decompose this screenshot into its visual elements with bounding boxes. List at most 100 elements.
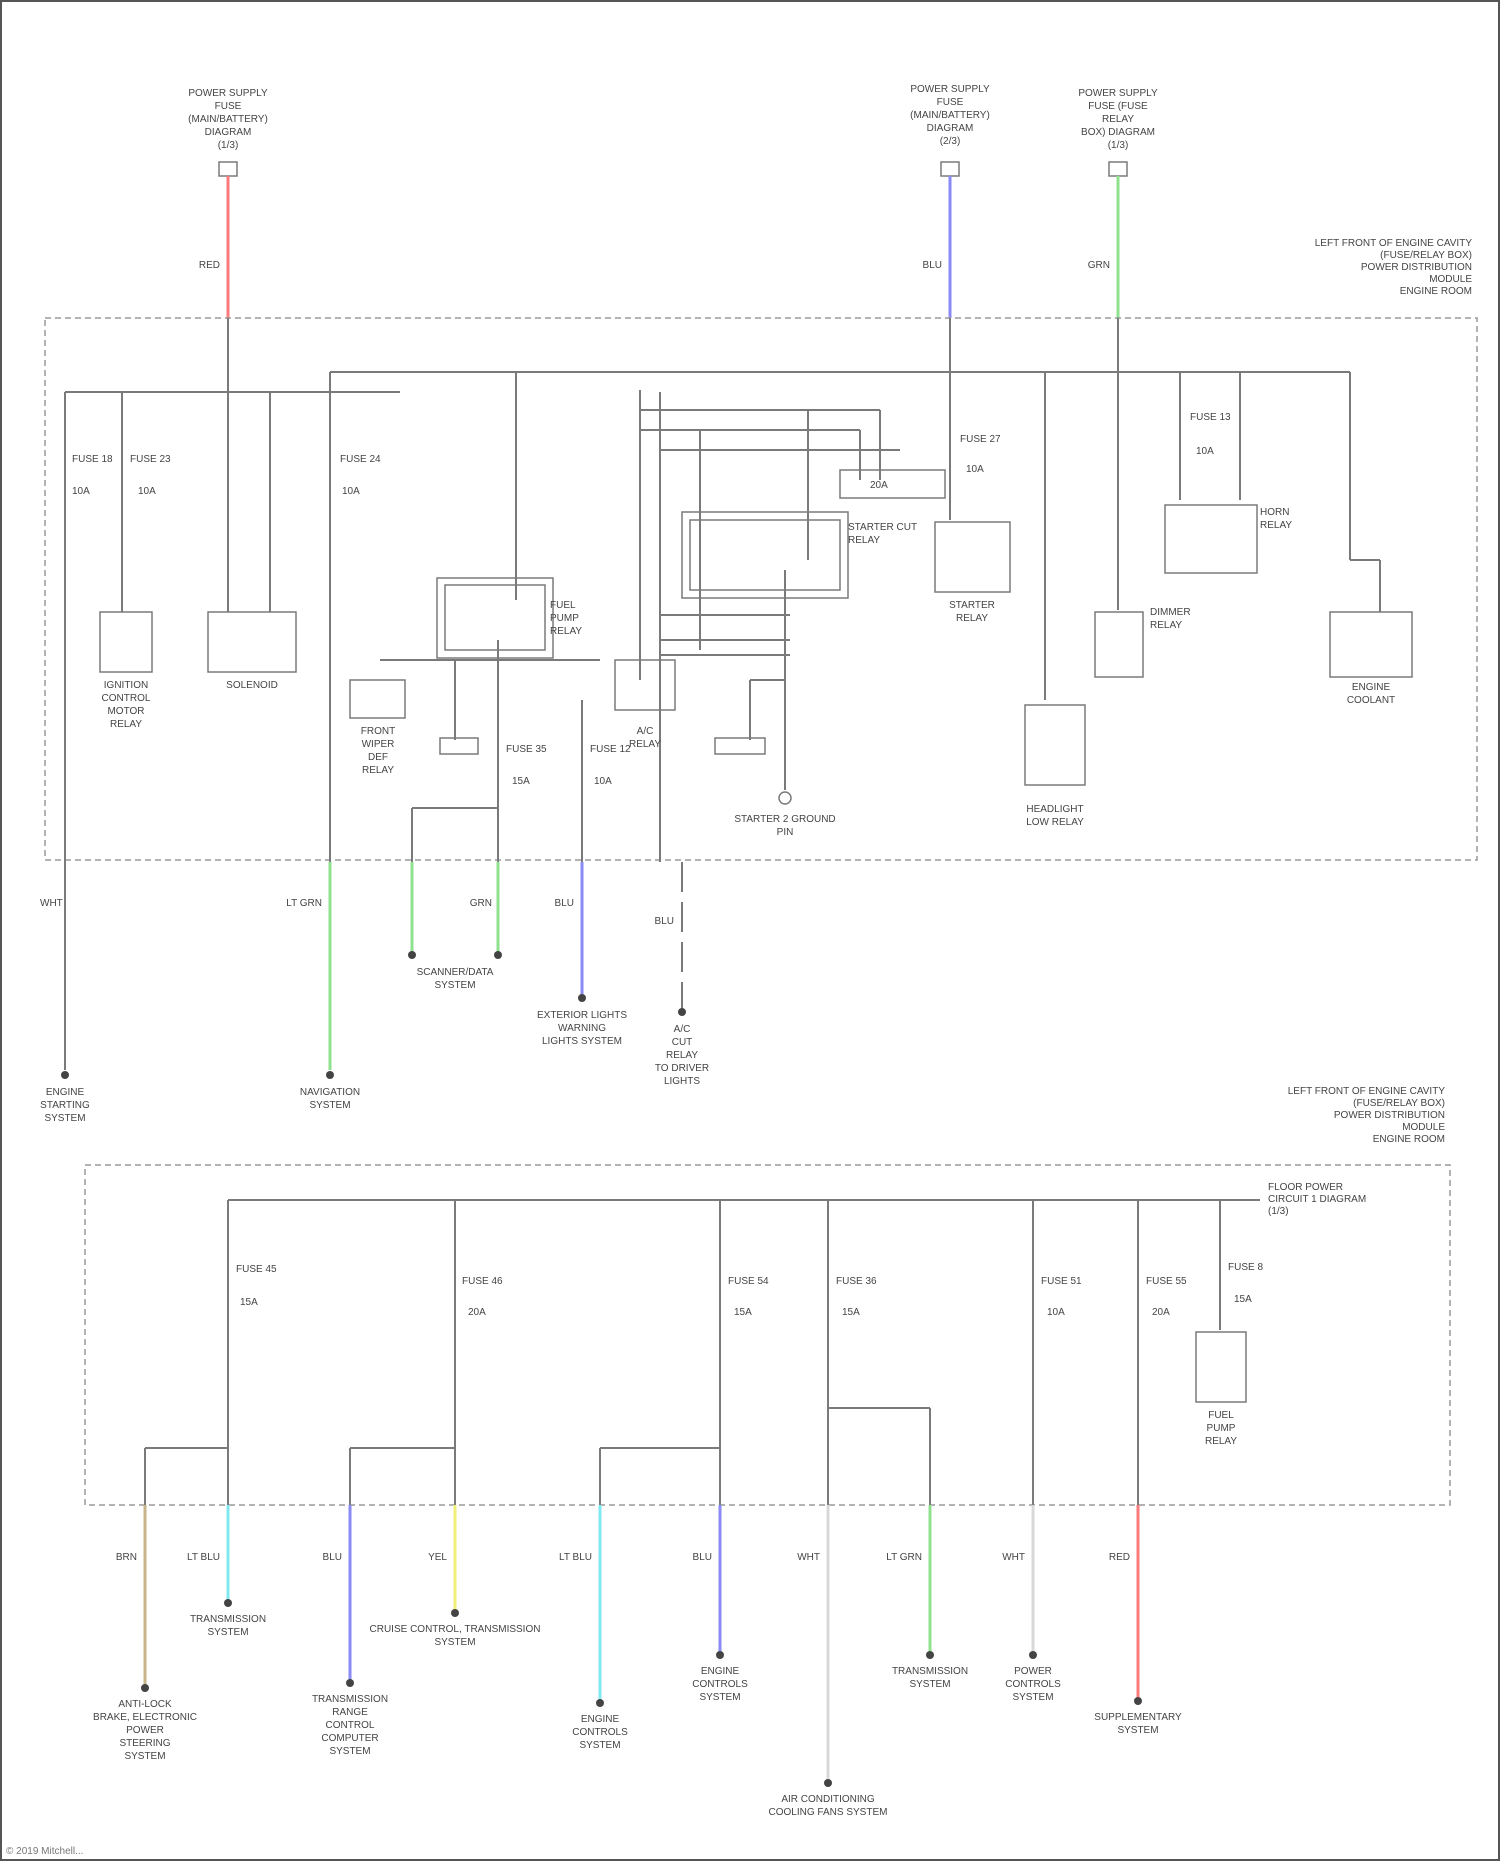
svg-text:10A: 10A	[342, 486, 360, 497]
engine-coolant-box	[1330, 612, 1412, 677]
ignition-control-relay-box	[100, 612, 152, 672]
svg-text:10A: 10A	[138, 486, 156, 497]
starter-relay-fuse	[840, 470, 945, 498]
bottom-exit-terminal	[1134, 1697, 1142, 1705]
starter-relay-box	[935, 522, 1010, 592]
svg-text:FUSE 55: FUSE 55	[1146, 1276, 1187, 1287]
front-wiper-relay-box	[350, 680, 405, 718]
bottom-exit-wire-label: WHT	[1002, 1552, 1025, 1563]
top-fuse-box-outline	[45, 318, 1477, 860]
bottom-exit-wire-label: LT BLU	[559, 1552, 592, 1563]
bottom-exit-wire-label: WHT	[797, 1552, 820, 1563]
dimmer-relay-box	[1095, 612, 1143, 677]
svg-text:FUSE 24: FUSE 24	[340, 454, 381, 465]
bottom-exit-wire-label: LT BLU	[187, 1552, 220, 1563]
bottom-exit-terminal	[926, 1651, 934, 1659]
svg-text:20A: 20A	[468, 1307, 486, 1318]
bottom-exit-wire-label: LT GRN	[886, 1552, 922, 1563]
svg-text:10A: 10A	[966, 464, 984, 475]
bottom-exit-terminal	[1029, 1651, 1037, 1659]
top-box-label: LEFT FRONT OF ENGINE CAVITY(FUSE/RELAY B…	[1315, 238, 1473, 297]
exit-wire-label-4: BLU	[555, 898, 574, 909]
credit-text: © 2019 Mitchell...	[6, 1846, 83, 1857]
bottom-dest-label: TRANSMISSIONRANGECONTROLCOMPUTERSYSTEM	[312, 1694, 388, 1757]
wire-label-grn: GRN	[1088, 260, 1110, 271]
svg-text:FUSE 54: FUSE 54	[728, 1276, 769, 1287]
svg-text:FUSE 8: FUSE 8	[1228, 1262, 1263, 1273]
bottom-component-label: FUELPUMPRELAY	[1205, 1410, 1237, 1447]
svg-text:FUSE 45: FUSE 45	[236, 1264, 277, 1275]
headlight-relay-box	[1025, 705, 1085, 785]
svg-text:FUSE 13: FUSE 13	[1190, 412, 1231, 423]
bottom-exit-wire-label: BRN	[116, 1552, 137, 1563]
bottom-exit-terminal	[346, 1679, 354, 1687]
bottom-exit-terminal	[224, 1599, 232, 1607]
horn-relay-box	[1165, 505, 1257, 573]
bottom-exit-wire-label: BLU	[323, 1552, 342, 1563]
bottom-box-label: LEFT FRONT OF ENGINE CAVITY(FUSE/RELAY B…	[1288, 1086, 1446, 1145]
bottom-exit-terminal	[716, 1651, 724, 1659]
svg-text:10A: 10A	[1047, 1307, 1065, 1318]
ac-relay-box	[615, 660, 675, 710]
bottom-exit-terminal	[824, 1779, 832, 1787]
svg-text:20A: 20A	[870, 480, 888, 491]
svg-text:FUSE 18: FUSE 18	[72, 454, 113, 465]
svg-text:FUSE 46: FUSE 46	[462, 1276, 503, 1287]
bottom-exit-terminal	[596, 1699, 604, 1707]
exit-wire-label-5: BLU	[655, 916, 674, 927]
svg-text:FUSE 12: FUSE 12	[590, 744, 631, 755]
svg-text:10A: 10A	[72, 486, 90, 497]
source-connector-2	[941, 162, 959, 176]
svg-text:FUSE 36: FUSE 36	[836, 1276, 877, 1287]
solenoid-box	[208, 612, 296, 672]
svg-text:10A: 10A	[594, 776, 612, 787]
wire-label-blu: BLU	[923, 260, 942, 271]
bottom-dest-label: ENGINECONTROLSSYSTEM	[572, 1714, 628, 1751]
bottom-fuel-pump-relay-box	[1196, 1332, 1246, 1402]
svg-text:FUSE 27: FUSE 27	[960, 434, 1001, 445]
svg-text:15A: 15A	[512, 776, 530, 787]
fuel-pump-relay-box	[445, 585, 545, 650]
exit-wire-label-1: WHT	[40, 898, 63, 909]
bottom-exit-terminal	[451, 1609, 459, 1617]
source-connector-1	[219, 162, 237, 176]
wire-label-red: RED	[199, 260, 220, 271]
fuel-pump-relay-outer	[437, 578, 553, 658]
exit-wire-label-3: GRN	[470, 898, 492, 909]
svg-text:FUSE 35: FUSE 35	[506, 744, 547, 755]
svg-text:FUSE 23: FUSE 23	[130, 454, 171, 465]
exit-wire-label-2: LT GRN	[286, 898, 322, 909]
bottom-exit-wire-label: RED	[1109, 1552, 1130, 1563]
svg-text:10A: 10A	[1196, 446, 1214, 457]
svg-text:15A: 15A	[1234, 1294, 1252, 1305]
svg-text:FUSE 51: FUSE 51	[1041, 1276, 1082, 1287]
